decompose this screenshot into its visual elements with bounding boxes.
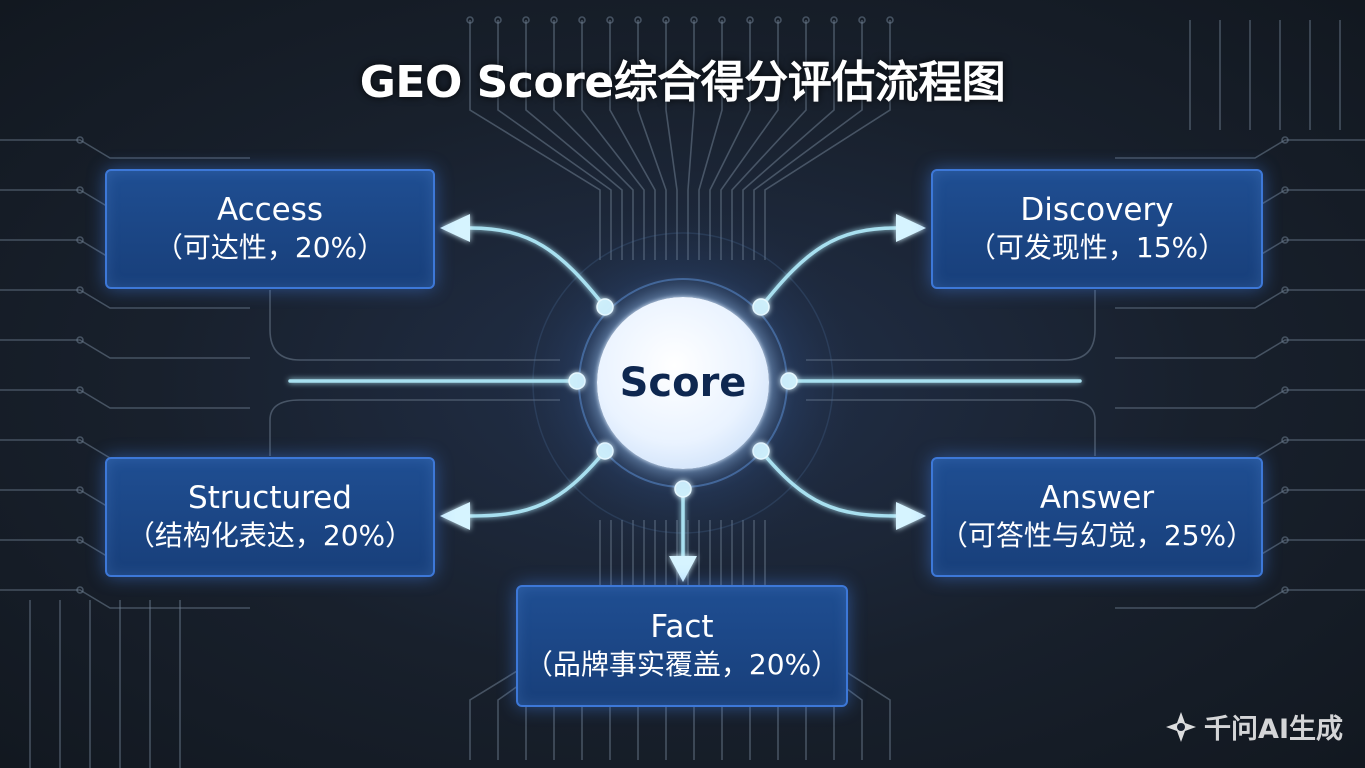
circuit-trace [269,399,560,456]
port-dot-right [780,372,798,390]
port-dot-left [568,372,586,390]
circuit-pad [1281,386,1289,394]
circuit-pad [746,16,754,24]
node-structured-name: Structured [188,480,352,516]
node-discovery: Discovery （可发现性，15%） [931,169,1263,289]
connector-access [468,226,607,309]
watermark: 千问AI生成 [1164,707,1343,746]
circuit-pad [830,16,838,24]
connector-structured [468,449,607,518]
connector-discovery [759,226,898,309]
circuit-trace [1115,439,1365,459]
circuit-trace [1115,339,1365,359]
circuit-pad [718,16,726,24]
circuit-trace [0,439,250,459]
port-dot-top-right [752,298,770,316]
circuit-pad [1281,586,1289,594]
node-fact-desc: （品牌事实覆盖，20%） [524,648,840,681]
circuit-pad [662,16,670,24]
watermark-text: 千问AI生成 [1204,714,1343,745]
arrowhead-structured [440,502,470,530]
circuit-pad [1281,336,1289,344]
circuit-pad [76,286,84,294]
circuit-pad [76,186,84,194]
circuit-pad [606,16,614,24]
circuit-trace [0,289,250,309]
circuit-trace [0,389,250,409]
node-discovery-name: Discovery [1020,192,1174,228]
circuit-trace [0,139,250,159]
circuit-trace [1115,389,1365,409]
arrowhead-discovery [896,214,926,242]
circuit-pad [76,536,84,544]
circuit-pad [1281,486,1289,494]
circuit-pad [466,16,474,24]
circuit-pad [802,16,810,24]
node-access-name: Access [216,192,324,228]
arrowhead-answer [896,502,926,530]
circuit-trace [0,589,250,609]
circuit-pad [858,16,866,24]
node-structured-desc: （结构化表达，20%） [126,519,414,552]
arrowhead-access [440,214,470,242]
circuit-trace [269,290,560,361]
node-discovery-desc: （可发现性，15%） [967,231,1227,264]
circuit-pad [76,386,84,394]
center-score-node: Score [597,297,769,469]
circuit-pad [76,336,84,344]
circuit-pad [690,16,698,24]
circuit-pad [550,16,558,24]
circuit-pad [886,16,894,24]
circuit-pad [76,486,84,494]
circuit-pad [76,136,84,144]
connector-answer [759,449,898,518]
circuit-pad [76,236,84,244]
circuit-pad [1281,536,1289,544]
circuit-trace [806,290,1096,361]
diagram-title: GEO Score综合得分评估流程图 [359,57,1006,108]
circuit-trace [1115,289,1365,309]
node-answer: Answer （可答性与幻觉，25%） [931,457,1263,577]
circuit-pad [522,16,530,24]
arrowhead-fact [669,556,697,582]
circuit-trace [1115,139,1365,159]
port-dot-bottom-left [596,442,614,460]
circuit-trace [806,399,1096,456]
circuit-trace [0,339,250,359]
node-access: Access （可达性，20%） [105,169,435,289]
circuit-pad [1281,236,1289,244]
node-fact-name: Fact [650,609,714,645]
circuit-pad [1281,186,1289,194]
circuit-pad [76,586,84,594]
circuit-trace [1115,589,1365,609]
circuit-pad [578,16,586,24]
circuit-pad [1281,136,1289,144]
circuit-pad [76,436,84,444]
circuit-pad [1281,286,1289,294]
node-fact: Fact （品牌事实覆盖，20%） [516,585,848,707]
center-score-label: Score [619,360,747,406]
port-dot-bottom [674,480,692,498]
circuit-pad [774,16,782,24]
port-dot-top-left [596,298,614,316]
node-structured: Structured （结构化表达，20%） [105,457,435,577]
port-dot-bottom-right [752,442,770,460]
circuit-pad [1281,436,1289,444]
node-answer-name: Answer [1039,480,1155,516]
node-access-desc: （可达性，20%） [154,231,386,264]
circuit-pad [634,16,642,24]
sparkle-logo-icon [1166,711,1197,742]
circuit-pad [494,16,502,24]
node-answer-desc: （可答性与幻觉，25%） [939,519,1255,552]
